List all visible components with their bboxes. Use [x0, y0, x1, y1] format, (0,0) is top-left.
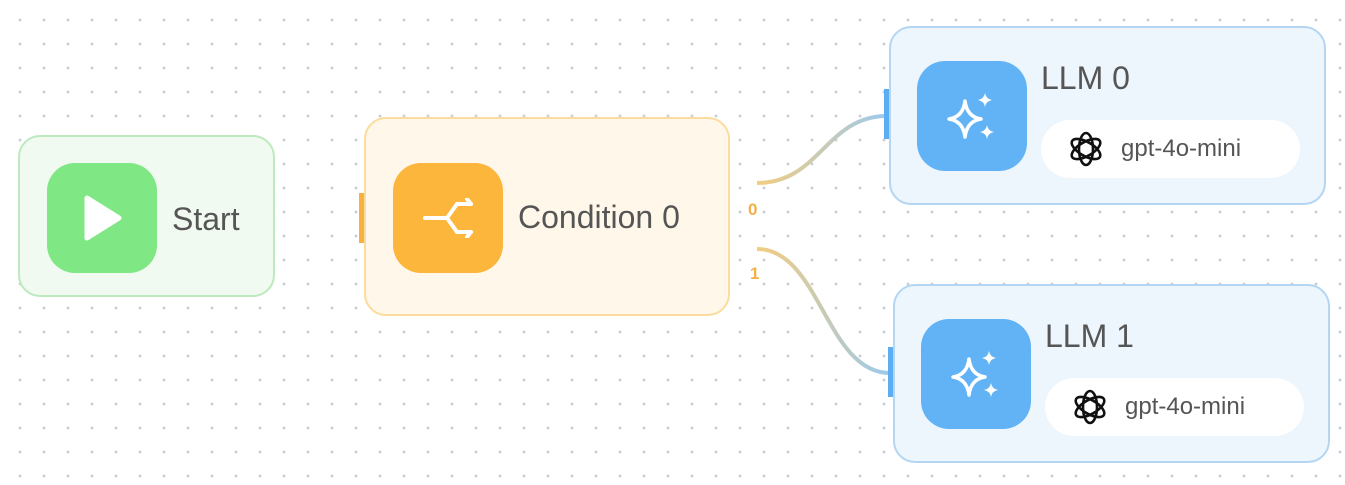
llm0-node[interactable]: LLM 0 gpt-4o-mini — [889, 26, 1326, 205]
llm0-icon-box — [917, 61, 1027, 171]
llm0-model-name: gpt-4o-mini — [1121, 135, 1242, 162]
llm1-label: LLM 1 — [1045, 318, 1134, 354]
sparkles-icon — [951, 351, 998, 397]
llm1-node[interactable]: LLM 1 gpt-4o-mini — [893, 284, 1330, 463]
start-icon-box — [47, 163, 157, 273]
start-node[interactable]: Start — [18, 135, 275, 297]
llm1-icon-box — [921, 319, 1031, 429]
branch-icon — [423, 198, 473, 238]
llm1-model-name: gpt-4o-mini — [1125, 393, 1246, 420]
condition-label: Condition 0 — [518, 199, 680, 235]
condition-port-0-label: 0 — [748, 200, 758, 219]
openai-icon — [1070, 131, 1102, 167]
condition-icon-box — [393, 163, 503, 273]
condition-port-1-label: 1 — [750, 264, 760, 283]
play-icon — [84, 195, 122, 241]
llm1-model-pill[interactable]: gpt-4o-mini — [1045, 378, 1304, 436]
edge-condition-llm0[interactable] — [756, 114, 888, 185]
sparkles-icon — [947, 93, 994, 139]
llm0-model-pill[interactable]: gpt-4o-mini — [1041, 120, 1300, 178]
edge-condition-llm1[interactable] — [756, 247, 891, 375]
condition-node[interactable]: Condition 0 — [364, 117, 730, 316]
openai-icon — [1074, 389, 1106, 425]
llm0-label: LLM 0 — [1041, 60, 1130, 96]
start-label: Start — [172, 201, 240, 237]
